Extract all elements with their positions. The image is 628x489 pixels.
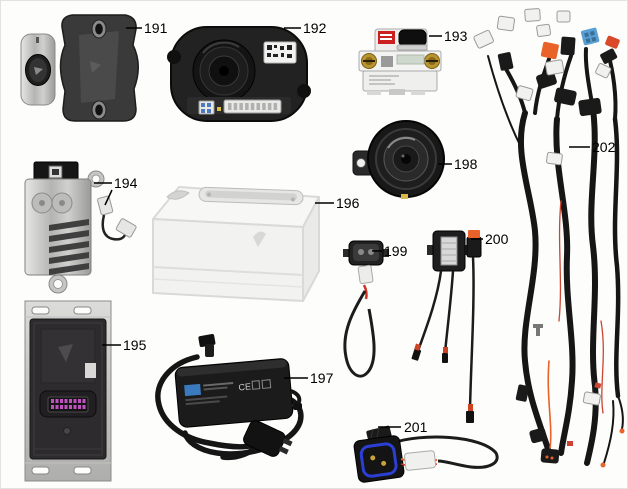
battery-top-logo-icon — [166, 190, 190, 200]
connector-small — [198, 100, 215, 115]
callout-200: 200 — [485, 231, 509, 247]
harness-connectors-mid — [515, 59, 612, 336]
horn-terminal — [401, 194, 408, 199]
callout-192: 192 — [303, 20, 327, 36]
yellow-pin — [217, 107, 221, 111]
connector-long — [223, 99, 282, 114]
terminal-screw-right — [424, 53, 440, 69]
harness-connectors-bottom — [515, 382, 602, 464]
callout-201: 201 — [404, 419, 428, 435]
port-blue-ring — [359, 442, 398, 478]
callout-196: 196 — [336, 195, 360, 211]
breaker-toggle — [398, 29, 427, 47]
panel-logo-icon — [58, 344, 73, 362]
port-connector — [404, 450, 437, 471]
charger-brand-label — [184, 383, 202, 397]
battery-front-logo-icon — [253, 231, 266, 247]
terminal-screw-left — [361, 53, 377, 69]
bracket-logo-icon — [90, 61, 101, 73]
sensor-connector — [466, 230, 482, 258]
part-196-battery-box — [152, 186, 320, 302]
part-198-horn — [352, 120, 445, 199]
part-197-charger: CE — [155, 334, 304, 461]
panel-pin-connector — [47, 396, 89, 413]
callout-193: 193 — [444, 28, 468, 44]
cooling-fins — [49, 219, 89, 275]
callout-191: 191 — [144, 20, 168, 36]
callout-202: 202 — [592, 139, 616, 155]
harness-connectors-top — [473, 8, 620, 71]
callout-197: 197 — [310, 370, 334, 386]
callout-198: 198 — [454, 156, 478, 172]
part-193-circuit-breaker — [358, 28, 442, 95]
part-195-panel — [24, 300, 112, 482]
part-191-remote-fob — [20, 33, 56, 106]
uk-plug — [243, 420, 293, 457]
breaker-brand-label — [378, 31, 395, 44]
callout-199: 199 — [384, 243, 408, 259]
orange-connector — [540, 41, 559, 60]
battery-handle — [198, 186, 304, 206]
part-194-converter — [24, 161, 105, 294]
fob-notch — [36, 37, 39, 43]
leader-line-194b — [104, 189, 113, 206]
part-192-control-unit — [167, 26, 311, 122]
part-199-switch — [343, 240, 389, 378]
callout-194: 194 — [114, 175, 138, 191]
leader-lines — [94, 27, 590, 428]
part-200-sensor — [411, 230, 482, 423]
part-191-bracket — [59, 14, 139, 122]
fob-logo-icon — [34, 67, 43, 75]
part-194-pigtail-wire — [97, 195, 137, 241]
callout-195: 195 — [123, 337, 147, 353]
part-201-charge-port — [353, 425, 499, 483]
part-202-wiring-harness — [473, 8, 625, 468]
panel-sticker — [85, 363, 96, 378]
dc-connector — [198, 334, 216, 357]
qr-code-sticker — [263, 41, 297, 64]
blue-connector — [580, 27, 600, 46]
ce-mark: CE — [238, 381, 251, 392]
